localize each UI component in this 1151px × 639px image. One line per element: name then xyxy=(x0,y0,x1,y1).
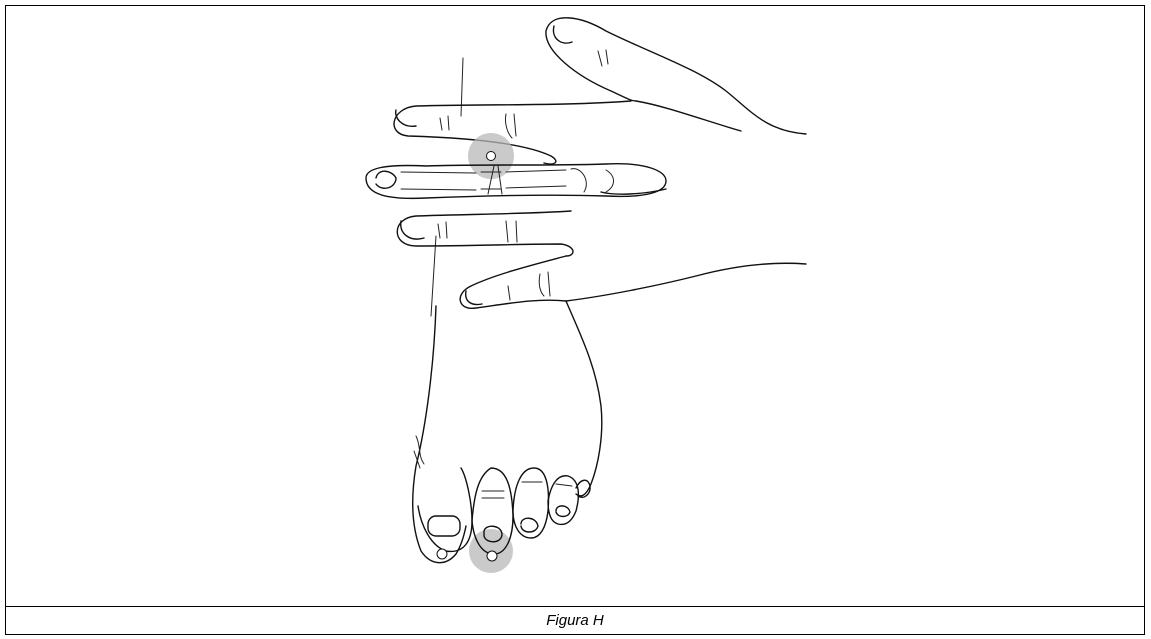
hand-on-foot-illustration-icon xyxy=(6,6,1144,606)
figure-image-cell xyxy=(6,6,1144,607)
figure-caption: Figura H xyxy=(6,607,1144,634)
figure-table: Figura H xyxy=(5,5,1145,635)
